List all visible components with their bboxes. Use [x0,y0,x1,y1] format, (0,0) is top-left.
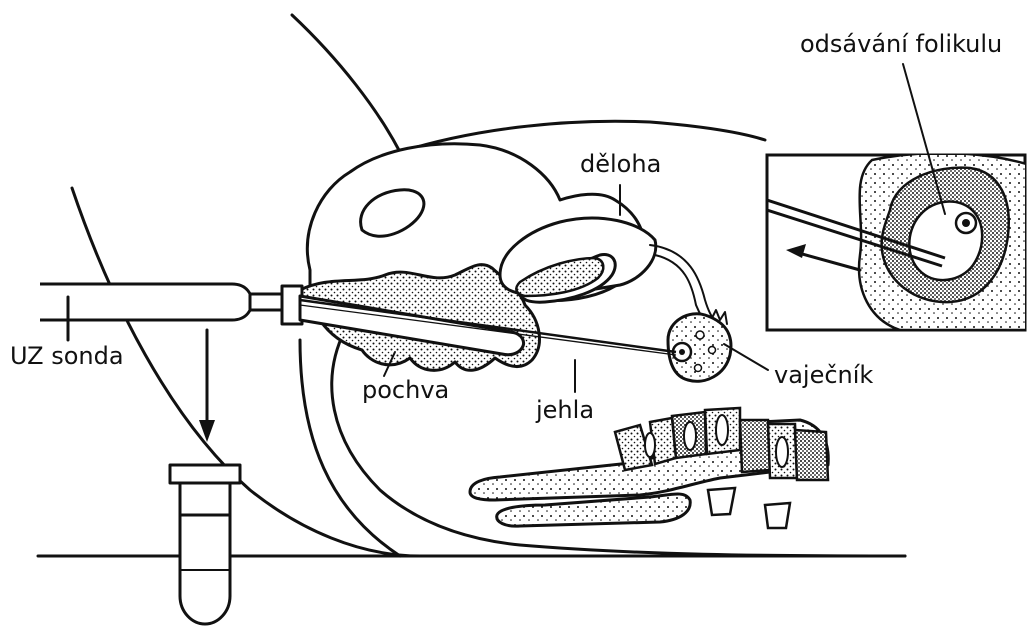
label-jehla: jehla [535,396,594,424]
label-deloha: děloha [580,150,661,178]
label-vajecnik: vaječník [774,361,873,389]
probe-connector [250,294,282,310]
label-uz-sonda: UZ sonda [10,342,124,370]
probe-handle [40,284,252,320]
label-odsavani-folikulu: odsávání folikulu [800,30,1002,58]
label-pochva: pochva [362,376,449,404]
inset-follicle-aspiration [767,153,1027,330]
test-tube-cap [170,465,240,483]
body-outline-large-arc [292,15,400,152]
test-tube [180,483,230,624]
